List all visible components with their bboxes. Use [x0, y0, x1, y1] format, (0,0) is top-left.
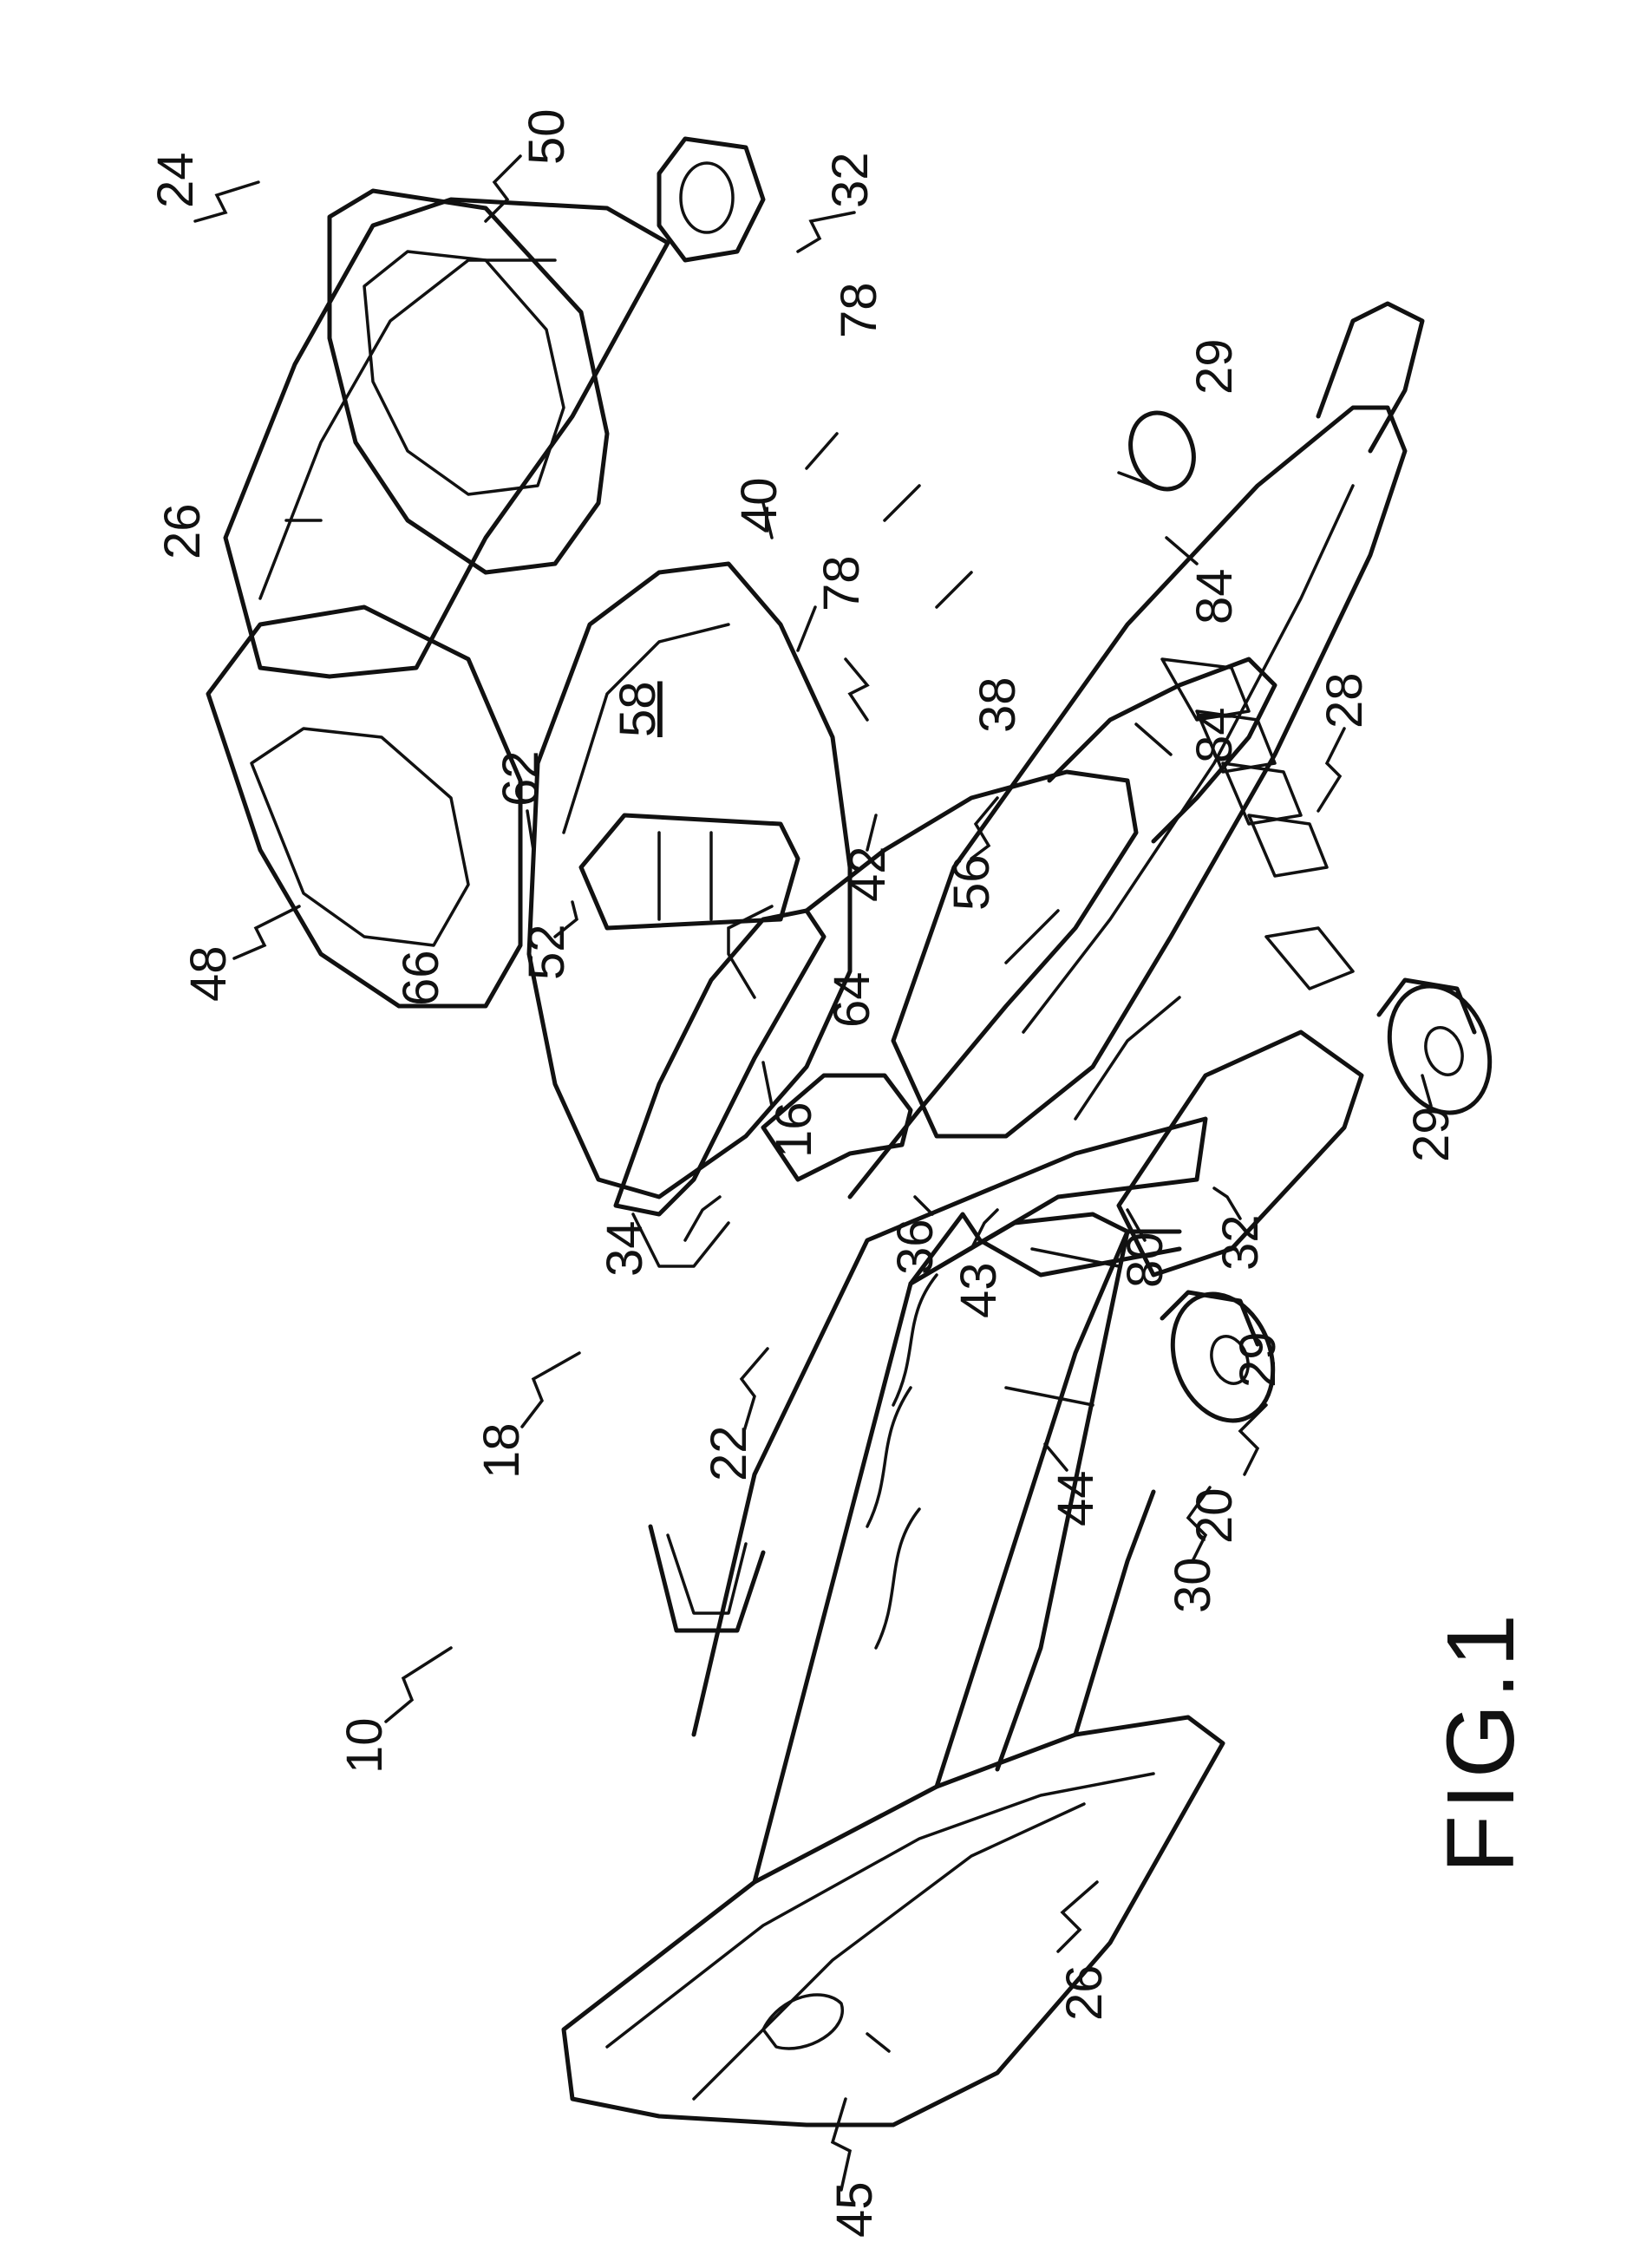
ref-numeral: 32 — [1212, 1214, 1269, 1271]
ref-numeral: 28 — [1317, 672, 1373, 729]
ref-numeral: 26 — [154, 503, 211, 559]
ref-numeral: 40 — [731, 477, 787, 533]
ref-numeral: 29 — [1186, 338, 1243, 395]
ref-numeral: 58 — [610, 681, 666, 737]
ref-numeral: 29 — [1403, 1106, 1460, 1162]
ref-numeral: 84 — [1186, 568, 1243, 624]
ref-numeral: 62 — [493, 750, 549, 807]
ref-numeral: 56 — [944, 854, 1000, 911]
hospital-bed-illustration — [208, 139, 1506, 2125]
ref-numeral: 20 — [1186, 1487, 1243, 1544]
figure-label: FIG.1 — [1428, 1609, 1534, 1873]
ref-numeral: 64 — [824, 971, 880, 1028]
ref-numeral: 84 — [1186, 707, 1243, 763]
ref-numeral: 18 — [474, 1422, 530, 1479]
ref-numeral: 30 — [1165, 1557, 1221, 1613]
ref-numeral: 16 — [766, 1101, 822, 1158]
ref-numeral: 22 — [701, 1425, 757, 1481]
ref-numeral: 44 — [1048, 1470, 1104, 1526]
ref-numeral: 80 — [1117, 1232, 1173, 1288]
ref-numeral: 78 — [831, 282, 887, 338]
ref-numeral: 66 — [393, 950, 449, 1006]
ref-numeral: 26 — [1056, 1964, 1113, 2021]
reference-numerals: 10 18 22 34 16 64 52 66 48 62 58 26 24 5… — [147, 108, 1460, 2238]
ref-numeral: 38 — [970, 676, 1026, 733]
ref-numeral: 78 — [813, 555, 870, 611]
ref-numeral: 36 — [887, 1219, 944, 1275]
ref-numeral: 52 — [519, 924, 575, 980]
ref-numeral: 10 — [336, 1717, 393, 1774]
ref-numeral: 50 — [519, 108, 575, 165]
ref-numeral: 29 — [1230, 1331, 1286, 1388]
ref-numeral: 43 — [951, 1262, 1007, 1318]
ref-numeral: 34 — [597, 1220, 653, 1277]
ref-numeral: 32 — [822, 152, 879, 208]
ref-numeral: 42 — [840, 846, 896, 902]
ref-numeral: 48 — [180, 945, 237, 1002]
ref-numeral: 24 — [147, 152, 204, 208]
ref-numeral: 45 — [827, 2181, 883, 2238]
